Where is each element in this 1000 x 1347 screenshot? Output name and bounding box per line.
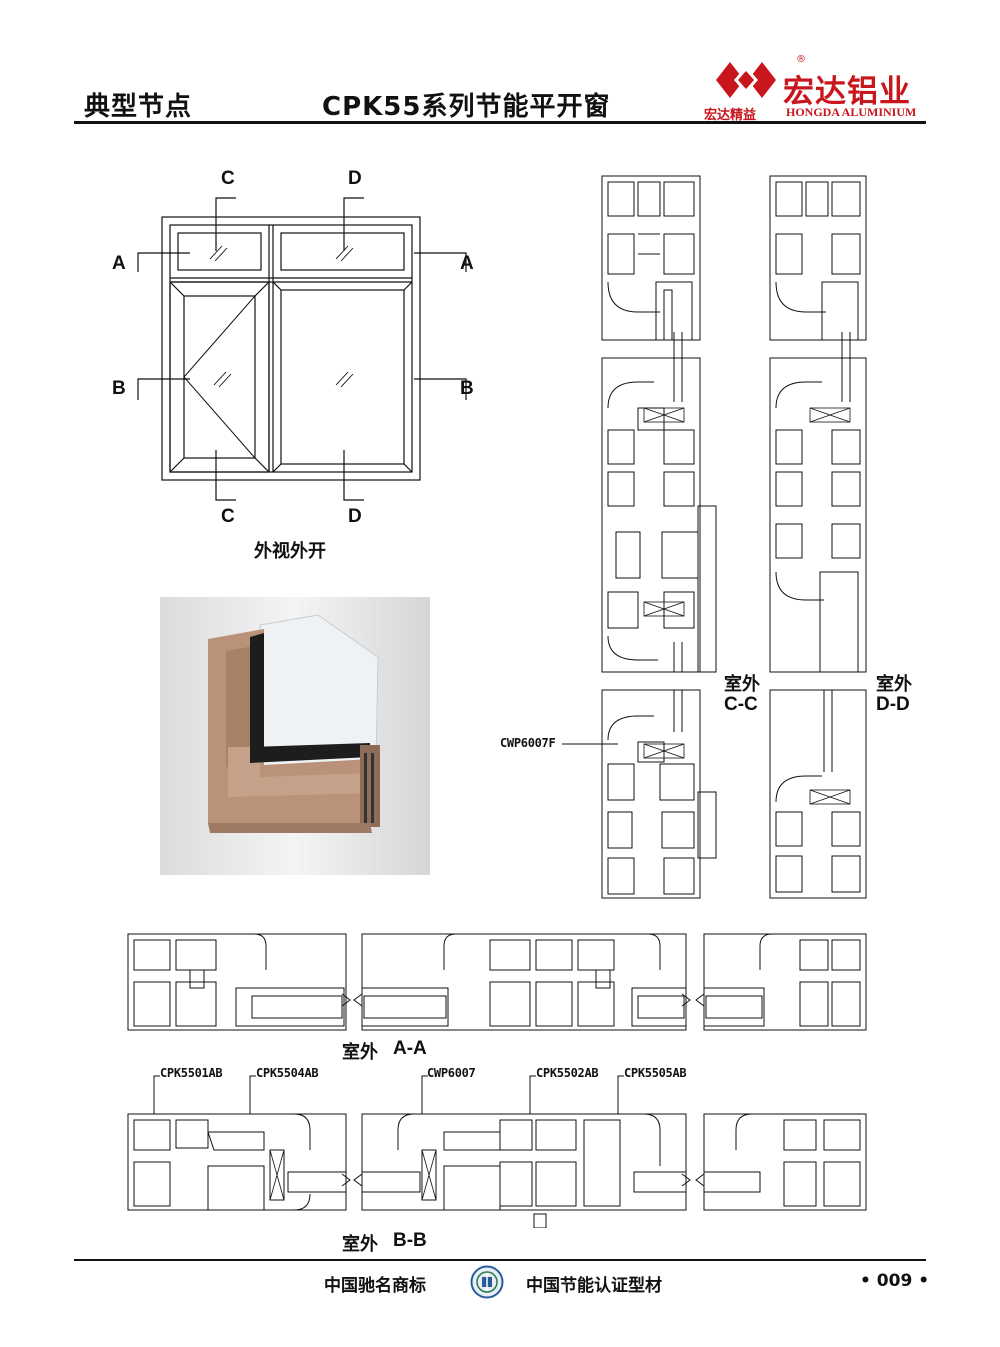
break-marks	[341, 1173, 705, 1187]
profile-corner-photo	[160, 597, 430, 875]
part-label-cpk5504ab: CPK5504AB	[256, 1066, 319, 1080]
part-label-cpk5505ab: CPK5505AB	[624, 1066, 687, 1080]
leader-lines	[153, 1075, 624, 1114]
window-elevation	[137, 197, 467, 501]
top-right-glass	[280, 232, 405, 271]
horizontal-section-bb	[127, 1075, 867, 1228]
glass-hatch-icon	[209, 245, 354, 388]
top-left-glass	[177, 232, 262, 271]
certification-seal-icon	[470, 1265, 504, 1299]
part-label-cwp6007f: CWP6007F	[500, 736, 556, 750]
series-title: CPK55系列节能平开窗	[322, 92, 611, 122]
footer-rule	[74, 1259, 926, 1261]
dd-side-label: 室外	[876, 674, 912, 695]
brand-sub-en: HONGDA ALUMINIUM	[786, 105, 917, 119]
elevation-caption: 外视外开	[254, 541, 326, 562]
fixed-glass	[280, 289, 405, 465]
part-label-cpk5501ab: CPK5501AB	[160, 1066, 223, 1080]
header-rule	[74, 121, 926, 124]
section-markers	[137, 197, 467, 501]
leader-line	[562, 743, 618, 745]
part-label-cpk5502ab: CPK5502AB	[536, 1066, 599, 1080]
page-number: • 009 •	[860, 1271, 930, 1291]
registered-mark: ®	[796, 54, 806, 65]
outer-frame	[161, 216, 421, 481]
section-label-d-bottom: D	[348, 506, 362, 527]
sash-glass	[183, 295, 256, 459]
vertical-section-cc	[601, 175, 717, 899]
bb-section-name: B-B	[393, 1230, 427, 1251]
aa-side-label: 室外	[342, 1042, 378, 1063]
cc-side-label: 室外	[724, 674, 760, 695]
section-label-c-top: C	[221, 168, 235, 189]
horizontal-section-aa	[127, 933, 867, 1031]
opening-direction-icon	[183, 295, 256, 459]
gasket-hatch-icon	[269, 1149, 437, 1201]
aa-section-name: A-A	[393, 1038, 427, 1059]
section-label-d-top: D	[348, 168, 362, 189]
footer-certification: 中国节能认证型材	[526, 1276, 662, 1296]
section-label-a-left: A	[112, 253, 126, 274]
brand-sub-cn: 宏达精益	[704, 108, 757, 123]
footer-trademark: 中国驰名商标	[324, 1276, 426, 1296]
category-title: 典型节点	[84, 92, 193, 122]
brand-logo-icon	[716, 62, 776, 98]
section-label-b-right: B	[460, 378, 474, 399]
section-label-c-bottom: C	[221, 506, 235, 527]
section-label-a-right: A	[460, 253, 474, 274]
part-label-cwp6007: CWP6007	[427, 1066, 476, 1080]
dd-section-name: D-D	[876, 694, 910, 715]
break-marks	[341, 993, 705, 1007]
section-label-b-left: B	[112, 378, 126, 399]
cc-section-name: C-C	[724, 694, 758, 715]
sash-frame	[169, 281, 270, 473]
vertical-section-dd	[769, 175, 867, 899]
bb-side-label: 室外	[342, 1234, 378, 1255]
brand-name: 宏达铝业	[783, 74, 911, 110]
